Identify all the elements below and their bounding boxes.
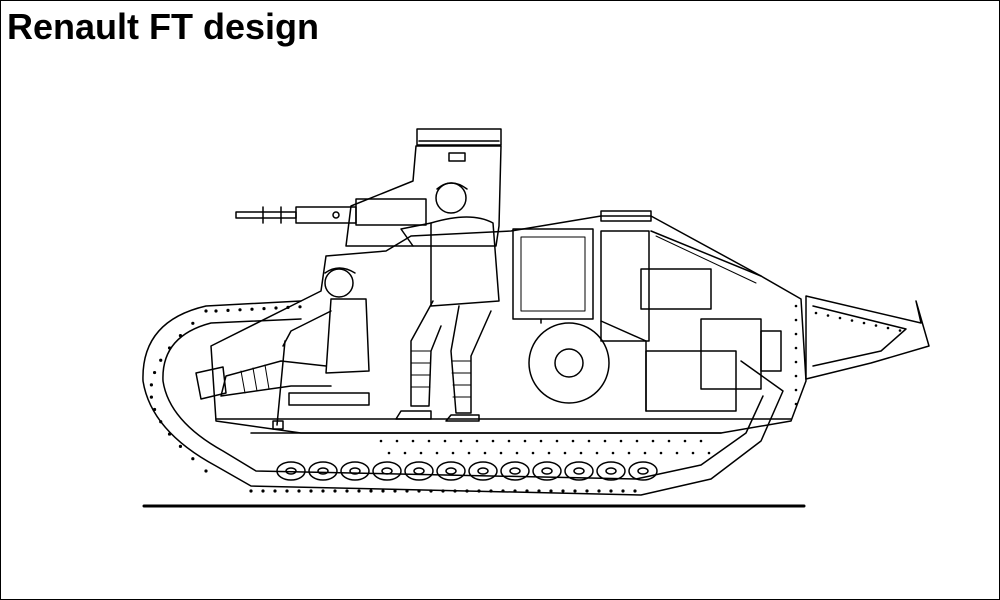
track-outer — [143, 301, 783, 495]
turret-body — [346, 146, 501, 246]
machine-gun — [236, 199, 426, 225]
hull-body — [211, 216, 806, 433]
driver-figure — [196, 268, 369, 429]
turret-vision-slot — [449, 153, 465, 161]
engine-components — [513, 211, 781, 411]
track-inner — [163, 319, 763, 479]
gunner-figure — [396, 183, 499, 421]
figure-title: Renault FT design — [7, 6, 320, 47]
rivets — [379, 304, 902, 455]
road-wheels — [277, 462, 657, 480]
track-links — [149, 305, 637, 493]
turret-cupola — [417, 129, 501, 145]
tail-skid-inner — [813, 306, 906, 366]
